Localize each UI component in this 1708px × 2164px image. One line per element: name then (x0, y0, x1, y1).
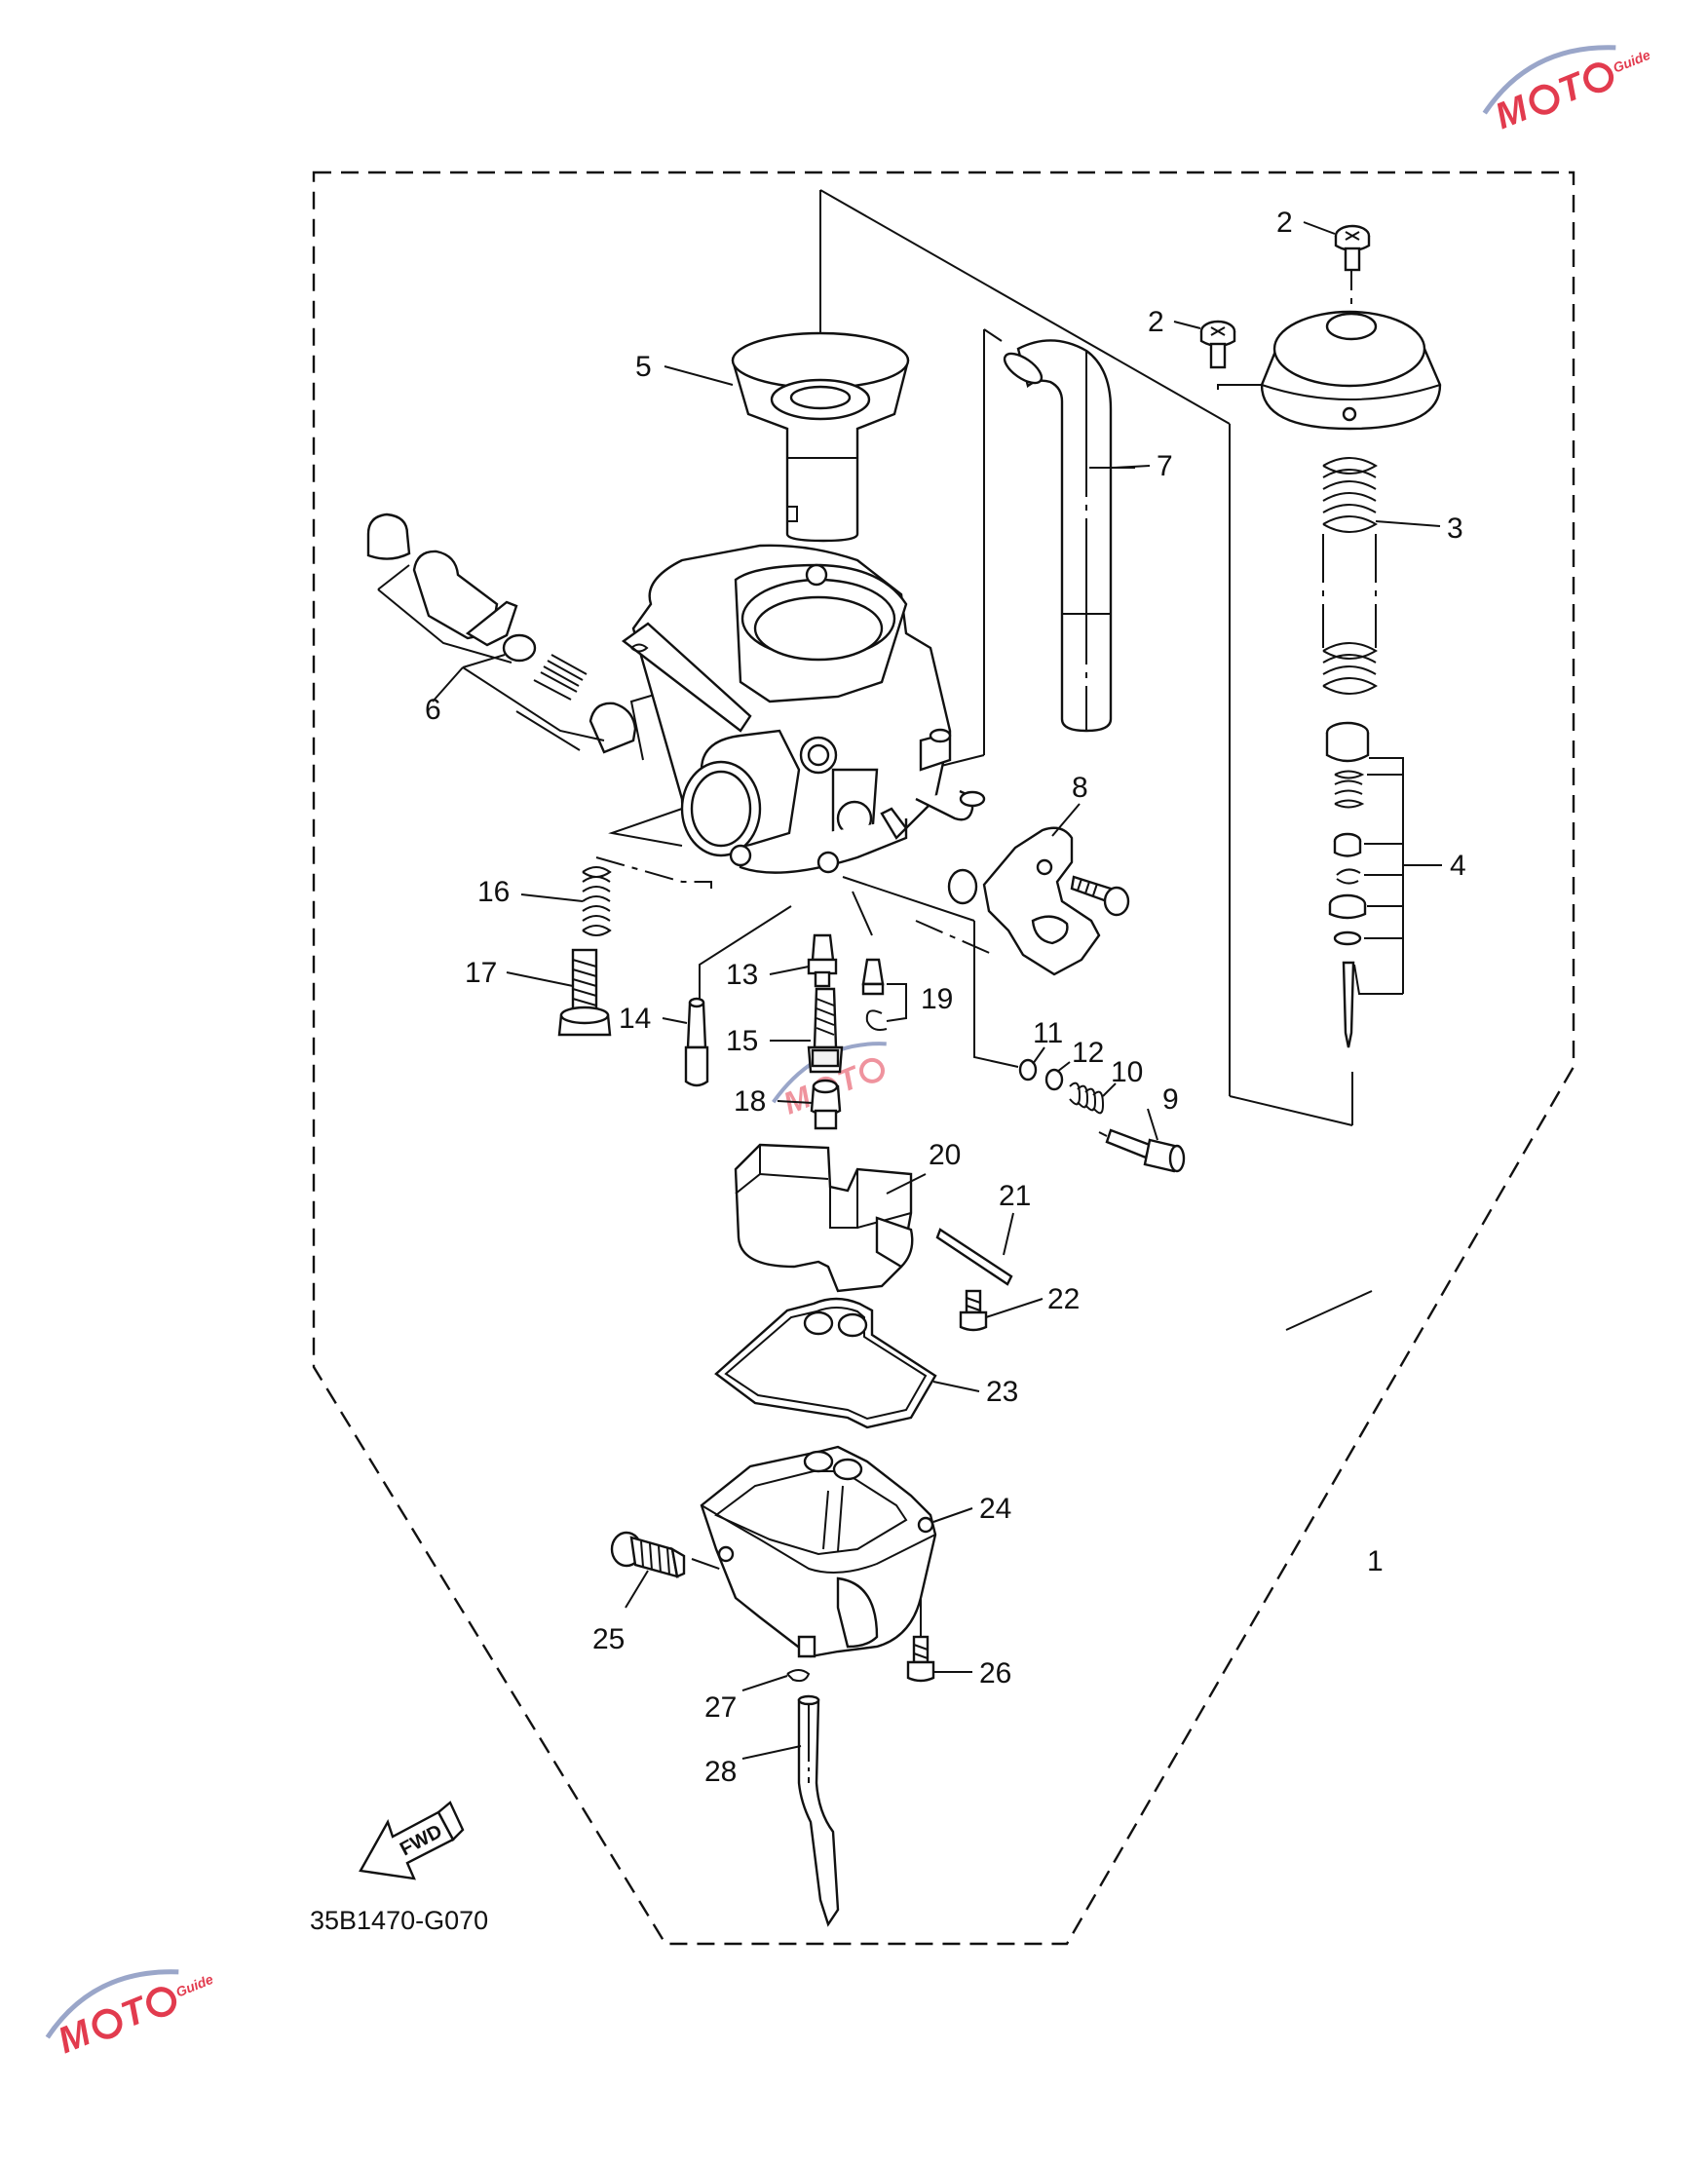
callout-25: 25 (592, 1623, 625, 1655)
callout-12: 12 (1072, 1037, 1104, 1069)
reference-lines (595, 189, 1353, 1676)
callout-17: 17 (465, 957, 497, 989)
callout-labels: 1 2 2 3 4 5 6 7 8 9 10 11 12 13 14 15 16… (425, 207, 1466, 1788)
callout-21: 21 (999, 1180, 1031, 1212)
svg-text:M: M (778, 1079, 816, 1121)
part-22-screw (959, 1289, 988, 1332)
carburetor-body (621, 544, 986, 874)
svg-text:Guide: Guide (173, 1971, 215, 2000)
callout-1: 1 (1367, 1545, 1384, 1577)
assembly-boundary (312, 171, 1575, 1946)
part-10-spring (1069, 1082, 1105, 1115)
part-5-throttle-valve (731, 331, 910, 543)
part-20-float (734, 1143, 914, 1293)
callout-20: 20 (929, 1139, 961, 1171)
part-6-starter-plunger (366, 513, 637, 754)
part-23-float-chamber-gasket (714, 1297, 937, 1429)
callout-15: 15 (726, 1025, 758, 1057)
part-14-pilot-jet (684, 997, 709, 1087)
callout-18: 18 (734, 1085, 766, 1118)
callout-14: 14 (619, 1003, 651, 1035)
callout-11: 11 (1033, 1017, 1063, 1049)
watermark-logo-bottom: M T Guide (45, 1969, 215, 2062)
part-7-vent-hose (1003, 339, 1135, 733)
part-12-washer (1044, 1068, 1064, 1091)
part-3-spring (1322, 457, 1378, 695)
part-24-float-chamber (700, 1445, 937, 1658)
diagram-code: 35B1470-G070 (310, 1906, 488, 1935)
callout-8: 8 (1072, 772, 1088, 804)
part-16-throttle-stop-spring (582, 866, 612, 936)
part-9-pilot-screw (1098, 1128, 1186, 1173)
callout-6: 6 (425, 694, 441, 726)
callout-26: 26 (979, 1657, 1011, 1689)
part-2-screw-b (1199, 320, 1236, 369)
part-17-throttle-stop-screw (557, 948, 612, 1037)
part-4-jet-needle-set (1325, 721, 1442, 1048)
svg-text:Guide: Guide (1611, 47, 1652, 76)
callout-27: 27 (704, 1691, 737, 1724)
callout-7: 7 (1157, 450, 1173, 482)
callout-2a: 2 (1276, 207, 1293, 239)
callout-16: 16 (477, 876, 510, 908)
callout-19: 19 (921, 983, 953, 1015)
callout-10: 10 (1111, 1056, 1143, 1088)
part-19-plug (861, 958, 907, 1031)
part-21-float-pin (935, 1228, 1013, 1286)
part-28-drain-hose (797, 1694, 840, 1927)
part-13-needle-jet (807, 933, 838, 988)
callout-24: 24 (979, 1493, 1011, 1525)
callout-28: 28 (704, 1756, 737, 1788)
watermark-logo-top: M T Guide (1482, 45, 1652, 137)
callout-22: 22 (1047, 1283, 1080, 1315)
callout-23: 23 (986, 1376, 1018, 1408)
callout-4: 4 (1450, 850, 1466, 882)
part-15-needle-jet-holder (807, 987, 844, 1074)
part-18-main-jet (810, 1079, 842, 1130)
part-8-cable-bracket (982, 826, 1101, 976)
part-27-clip (786, 1669, 811, 1683)
callout-leaders (506, 221, 1441, 1760)
part-25-drain-screw (610, 1531, 686, 1578)
callout-5: 5 (635, 351, 652, 383)
part-2-screw-a (1334, 224, 1371, 272)
callout-13: 13 (726, 959, 758, 991)
o-ring (947, 868, 978, 905)
part-8-screw (1070, 875, 1130, 917)
fwd-arrow-icon: FWD (359, 1801, 465, 1880)
chamber-top-cap (1260, 310, 1442, 431)
callout-3: 3 (1447, 513, 1463, 545)
callout-2b: 2 (1148, 306, 1164, 338)
part-26-screw (906, 1635, 935, 1683)
part-11-o-ring (1018, 1058, 1038, 1082)
callout-9: 9 (1162, 1083, 1179, 1116)
